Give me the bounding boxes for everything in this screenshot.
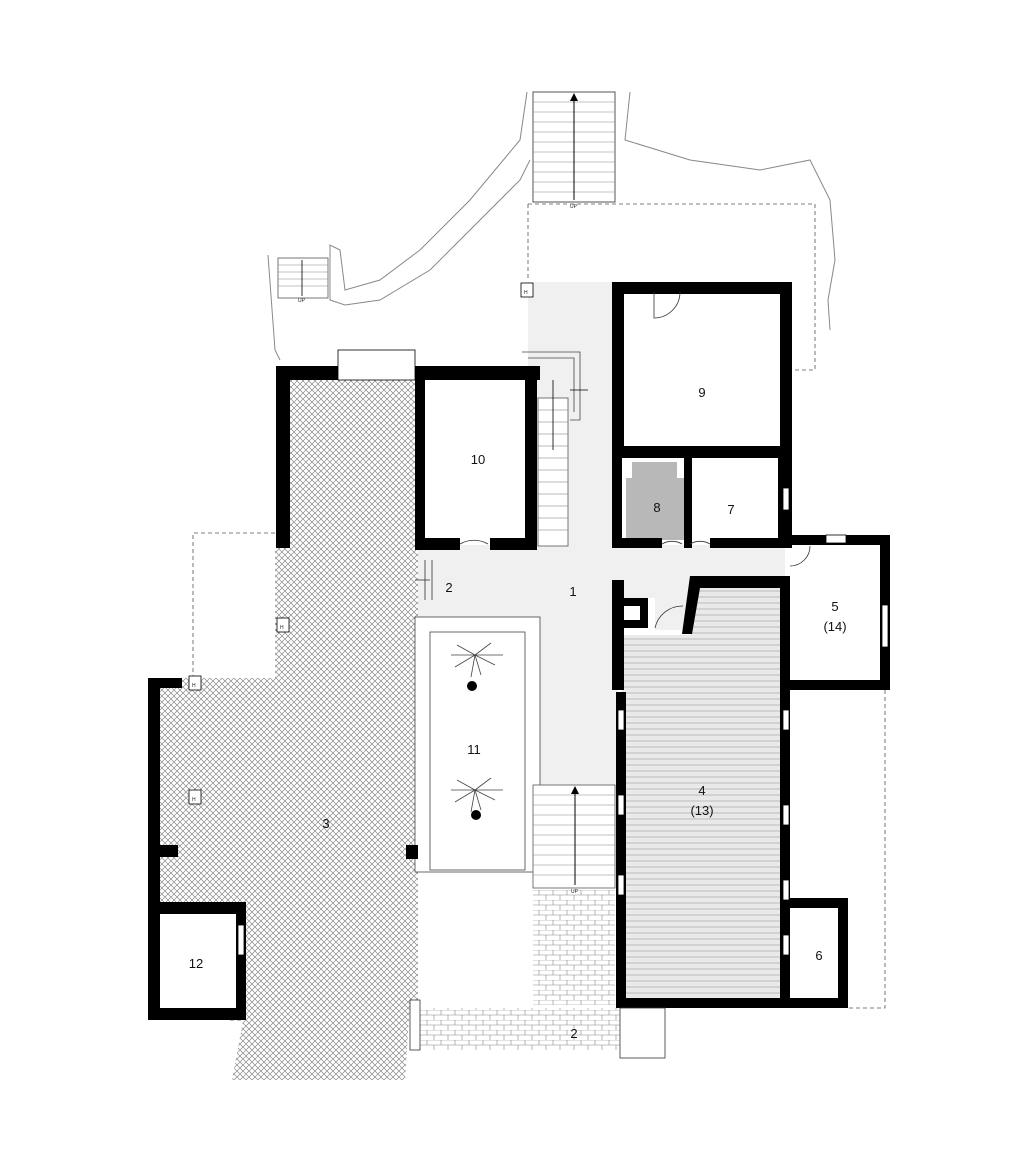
bathroom-floor [626,478,684,540]
column-markers [188,282,534,805]
room-5-label: 5 [831,599,838,614]
room-4-sub-label: (13) [690,803,713,818]
room-1-label: 1 [569,584,576,599]
room-7-label: 7 [727,502,734,517]
bath-fixture [632,462,677,480]
stair-up-label-left: UP [298,298,306,304]
room-5-sub-label: (14) [823,619,846,634]
room-2a-label: 2 [445,580,452,595]
room-labels: 1 2 2 3 4 (13) 5 (14) 6 7 8 9 10 11 12 [189,385,847,1041]
room-9-label: 9 [698,385,705,400]
room-3-label: 3 [322,816,329,831]
stair-up-label: UP [570,204,578,210]
room-11-label: 11 [467,742,481,757]
column-label: H [280,625,284,631]
central-stair: UP [532,784,616,895]
left-small-stair: UP [277,257,329,304]
room-4-label: 4 [698,783,705,798]
room-12-label: 12 [189,956,203,971]
room-6-label: 6 [815,948,822,963]
upper-stair: UP [532,91,616,210]
doors [459,291,811,629]
column-label: H [524,290,528,296]
windows [237,349,889,956]
stair-up-label-central: UP [571,889,579,895]
room-8-label: 8 [653,500,660,515]
column-label: H [192,683,196,689]
deck-floor [622,582,782,1000]
room-2b-label: 2 [570,1026,577,1041]
courtyard-11 [414,616,541,873]
room-10-label: 10 [471,452,485,467]
entry-steps [409,560,666,1059]
internal-stair [522,351,588,547]
terrain-outline [267,91,836,361]
column-label: H [192,797,196,803]
paving [420,890,620,1050]
